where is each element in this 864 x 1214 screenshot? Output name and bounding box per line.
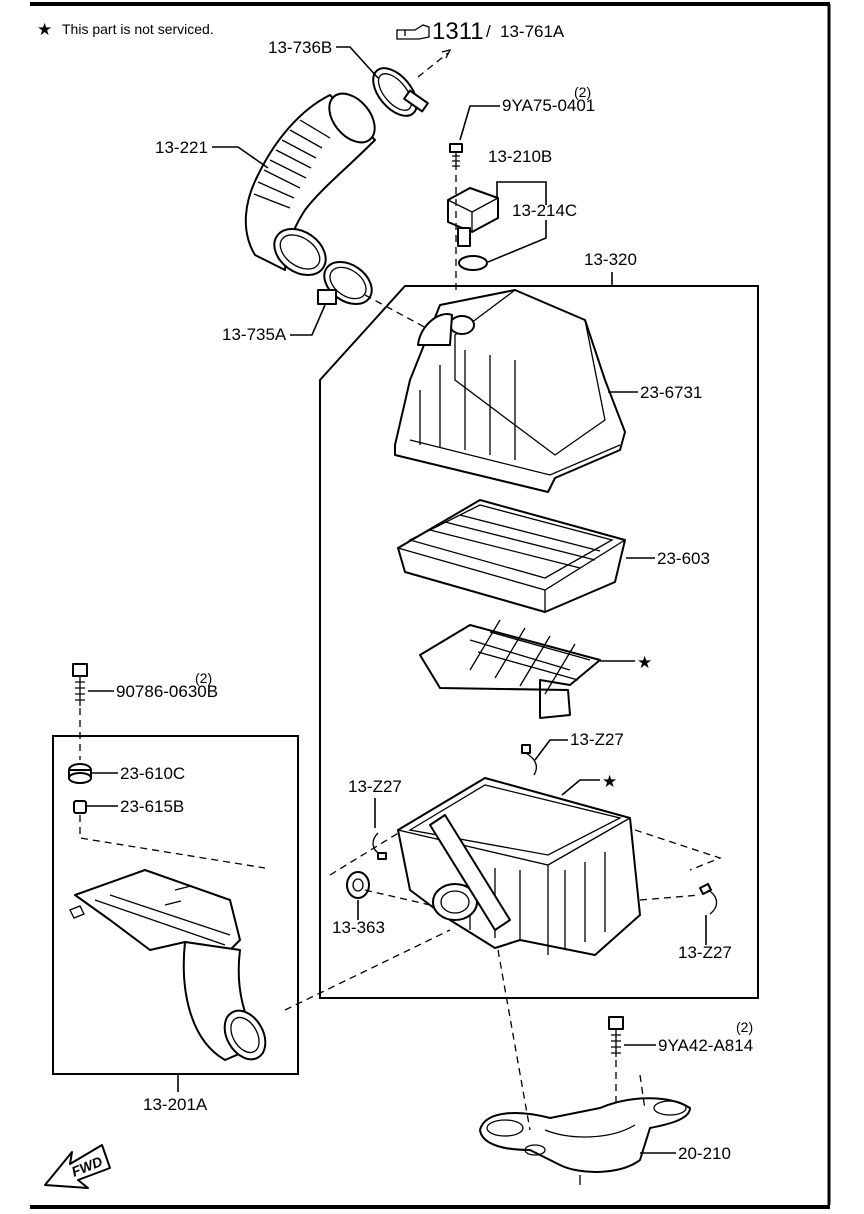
guide-line-hose-to-cover <box>364 294 431 331</box>
label-13-736B: 13-736B <box>268 38 332 57</box>
label-13-735A: 13-735A <box>222 325 287 344</box>
pointing-hand-icon <box>396 24 430 40</box>
air-cleaner-cover <box>394 289 626 493</box>
leader-case <box>561 779 600 796</box>
assembly-frame-13-201A <box>52 735 299 1075</box>
label-13-221: 13-221 <box>155 138 208 157</box>
reference-slash: / <box>486 22 491 41</box>
label-23-6731: 23-6731 <box>640 383 702 402</box>
label-13-363: 13-363 <box>332 918 385 937</box>
leader-9YA75-0401 <box>459 105 500 141</box>
leader-13-Z27-a <box>534 739 568 761</box>
label-13-214C: 13-214C <box>512 201 577 220</box>
label-9YA75-0401: 9YA75-0401 <box>502 96 595 115</box>
label-13-320: 13-320 <box>584 250 637 269</box>
forward-direction-arrow-icon: FWD <box>44 1144 111 1189</box>
air-cleaner-case <box>397 777 641 956</box>
hose-clamp-upper <box>372 67 429 117</box>
o-ring <box>458 255 488 271</box>
clip-upper <box>521 744 538 776</box>
guide-line-case-right <box>634 829 722 871</box>
screw-maf <box>449 143 463 170</box>
guide-line-case-clip <box>639 894 701 901</box>
bolt-upper-left <box>72 663 88 706</box>
rubber-grommet <box>68 763 92 784</box>
label-13-201A: 13-201A <box>143 1095 208 1114</box>
star-marker-case: ★ <box>602 772 617 791</box>
label-9YA75-qty: (2) <box>574 84 591 100</box>
air-baffle <box>419 619 601 719</box>
leader-13-735A <box>290 304 326 336</box>
label-13-Z27-b: 13-Z27 <box>348 777 402 796</box>
note-star-icon: ★ <box>37 20 52 39</box>
label-9YA42-A814: 9YA42-A814 <box>658 1036 753 1055</box>
note-text: This part is not serviced. <box>62 21 214 37</box>
label-9YA42-qty: (2) <box>736 1019 753 1035</box>
air-intake-duct <box>69 869 267 1061</box>
label-23-603: 23-603 <box>657 549 710 568</box>
clip-right <box>699 883 718 915</box>
reference-sub: 13-761A <box>500 22 565 41</box>
air-intake-hose <box>244 92 376 276</box>
guide-line-collar <box>79 815 266 869</box>
label-13-210B: 13-210B <box>488 147 552 166</box>
reference-main: 1311 <box>432 18 484 45</box>
label-23-615B: 23-615B <box>120 797 184 816</box>
guide-line-duct-to-case <box>284 929 451 1011</box>
collar <box>73 800 87 814</box>
assembly-frame-13-320 <box>319 285 759 999</box>
leader-13-214C <box>487 220 547 263</box>
label-90786-qty: (2) <box>195 670 212 686</box>
grommet <box>346 871 370 899</box>
hose-clamp-lower <box>317 261 373 305</box>
star-marker-baffle: ★ <box>637 653 652 672</box>
guide-line-upper-clamp <box>417 52 449 78</box>
arrowhead <box>441 49 452 59</box>
guide-line-case-to-bracket <box>497 949 531 1131</box>
bolt-lower <box>608 1016 624 1057</box>
mass-airflow-sensor <box>447 187 499 247</box>
air-filter-element <box>397 499 626 613</box>
clip-left <box>372 832 387 860</box>
label-13-Z27-c: 13-Z27 <box>678 943 732 962</box>
guide-line-case-left <box>329 831 401 876</box>
leader-13-736B <box>336 46 379 79</box>
leader-13-210B <box>496 181 547 205</box>
label-20-210: 20-210 <box>678 1144 731 1163</box>
label-90786-0630B: 90786-0630B <box>116 682 218 701</box>
guide-line-case-to-bracket-2 <box>639 1074 646 1111</box>
label-13-Z27-a: 13-Z27 <box>570 730 624 749</box>
mounting-bracket <box>479 1097 691 1185</box>
label-23-610C: 23-610C <box>120 764 185 783</box>
leader-13-221 <box>212 146 269 169</box>
